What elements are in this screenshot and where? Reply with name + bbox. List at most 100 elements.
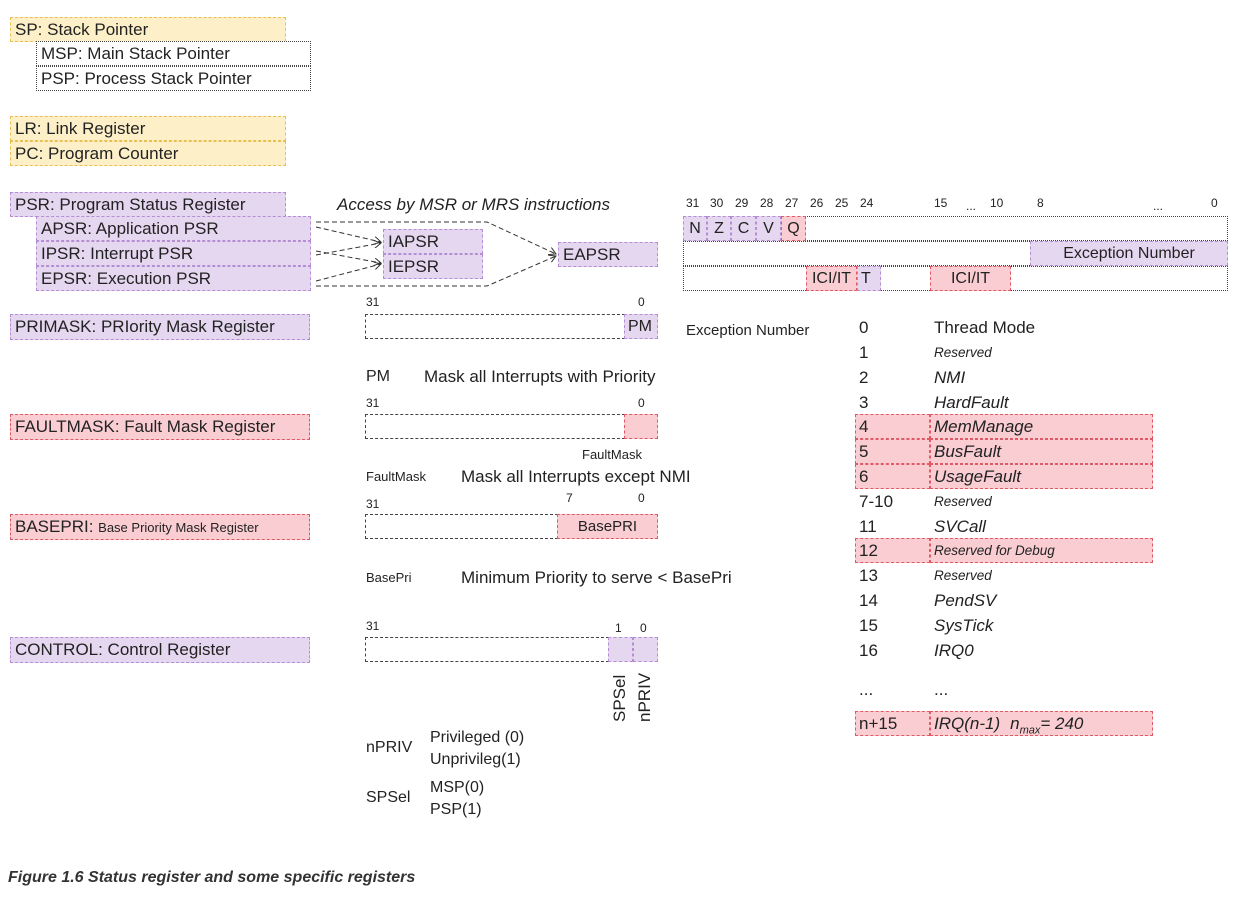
ipsr-exception-number-field: Exception Number bbox=[1030, 241, 1228, 266]
bit-number: 10 bbox=[990, 196, 1004, 210]
control-spsel-label: SPSel bbox=[610, 674, 629, 722]
apsr-flag-c: C bbox=[731, 216, 756, 241]
exception-row: 1 Reserved bbox=[855, 340, 1153, 365]
exception-name: BusFault bbox=[930, 439, 1153, 464]
exception-row: 16 IRQ0 bbox=[855, 638, 1153, 663]
bit-number: 31 bbox=[686, 196, 700, 210]
apsr-flag-v: V bbox=[756, 216, 781, 241]
basepri-bit-31: 31 bbox=[366, 497, 380, 511]
exception-number: ... bbox=[859, 680, 874, 699]
msp-register: MSP: Main Stack Pointer bbox=[36, 41, 311, 66]
faultmask-field-label: FaultMask bbox=[582, 447, 642, 462]
iapsr-box: IAPSR bbox=[383, 229, 483, 254]
nmax-symbol: n bbox=[1010, 714, 1020, 733]
faultmask-legend-text: Mask all Interrupts except NMI bbox=[461, 467, 691, 486]
exception-name: MemManage bbox=[930, 414, 1153, 439]
exception-name: Reserved bbox=[934, 568, 992, 583]
exception-row: 7-10 Reserved bbox=[855, 489, 1153, 514]
exception-name: Thread Mode bbox=[934, 318, 1036, 337]
exception-row: ... ... bbox=[855, 677, 1153, 702]
epsr-register: EPSR: Execution PSR bbox=[36, 266, 311, 291]
exception-number: 14 bbox=[859, 591, 878, 610]
primask-reserved-bits bbox=[365, 314, 625, 339]
faultmask-legend-key: FaultMask bbox=[366, 469, 426, 484]
exception-number: 16 bbox=[859, 641, 878, 660]
control-spsel-field bbox=[608, 637, 633, 662]
exception-row: 0 Thread Mode bbox=[855, 315, 1153, 340]
faultmask-bit-0: 0 bbox=[638, 396, 645, 410]
figure-caption: Figure 1.6 Status register and some spec… bbox=[8, 869, 416, 886]
exception-number: 0 bbox=[859, 318, 869, 337]
exception-name: ... bbox=[934, 680, 949, 699]
exception-row: 3 HardFault bbox=[855, 390, 1153, 415]
exception-row-highlighted: 6 UsageFault bbox=[855, 464, 1153, 489]
exception-number: 7-10 bbox=[859, 492, 894, 511]
exception-row-highlighted: 12 Reserved for Debug bbox=[855, 538, 1153, 563]
epsr-to-iepsr-arrow bbox=[315, 264, 381, 282]
basepri-bit-0: 0 bbox=[638, 491, 645, 505]
exception-number: 4 bbox=[855, 414, 930, 439]
spsel-value-0: MSP(0) bbox=[430, 779, 485, 796]
lr-register: LR: Link Register bbox=[10, 116, 286, 141]
exception-number: 1 bbox=[859, 343, 869, 362]
irq-name: IRQ(n-1) bbox=[934, 714, 1001, 733]
exception-number: 5 bbox=[855, 439, 930, 464]
basepri-reserved-bits bbox=[365, 514, 558, 539]
exception-number: 3 bbox=[859, 393, 869, 412]
control-npriv-label: nPRIV bbox=[635, 672, 654, 722]
access-note: Access by MSR or MRS instructions bbox=[337, 195, 611, 214]
bit-number: 29 bbox=[735, 196, 749, 210]
primask-legend-key: PM bbox=[366, 368, 390, 385]
npriv-legend-key: nPRIV bbox=[366, 739, 413, 756]
spsel-value-1: PSP(1) bbox=[430, 801, 482, 818]
exception-name: UsageFault bbox=[930, 464, 1153, 489]
sp-register: SP: Stack Pointer bbox=[10, 17, 286, 42]
exception-name: IRQ(n-1) nmax= 240 bbox=[930, 711, 1153, 736]
npriv-value-0: Privileged (0) bbox=[430, 729, 525, 746]
exception-row: 11 SVCall bbox=[855, 514, 1153, 539]
control-bit-31: 31 bbox=[366, 619, 380, 633]
control-bit-1: 1 bbox=[615, 621, 622, 635]
bit-number: 28 bbox=[760, 196, 774, 210]
apsr-register: APSR: Application PSR bbox=[36, 216, 311, 241]
primask-bit-0: 0 bbox=[638, 295, 645, 309]
pc-register: PC: Program Counter bbox=[10, 141, 286, 166]
apsr-to-iapsr-arrow bbox=[315, 226, 381, 242]
basepri-register-description: Base Priority Mask Register bbox=[98, 520, 259, 535]
exception-number: 6 bbox=[855, 464, 930, 489]
iepsr-box: IEPSR bbox=[383, 254, 483, 279]
basepri-register: BASEPRI: Base Priority Mask Register bbox=[10, 514, 310, 540]
exception-row: 14 PendSV bbox=[855, 588, 1153, 613]
bit-number: 27 bbox=[785, 196, 799, 210]
spsel-legend-key: SPSel bbox=[366, 789, 411, 806]
exception-row: 2 NMI bbox=[855, 365, 1153, 390]
basepri-legend-text: Minimum Priority to serve < BasePri bbox=[461, 568, 732, 587]
apsr-flag-z: Z bbox=[707, 216, 731, 241]
bit-number-ellipsis: ... bbox=[1153, 199, 1164, 213]
bit-number: 25 bbox=[835, 196, 849, 210]
exception-table-header: Exception Number bbox=[686, 322, 810, 339]
basepri-bit-7: 7 bbox=[566, 491, 573, 505]
control-reserved-bits bbox=[365, 637, 609, 662]
exception-name: Reserved bbox=[934, 494, 992, 509]
basepri-legend-key: BasePri bbox=[366, 570, 412, 585]
nmax-value: = 240 bbox=[1040, 714, 1084, 733]
bit-number: 26 bbox=[810, 196, 824, 210]
psp-register: PSP: Process Stack Pointer bbox=[36, 66, 311, 91]
epsr-ici-it-field-high: ICI/IT bbox=[806, 266, 857, 291]
bit-number: 15 bbox=[934, 196, 948, 210]
faultmask-bit-31: 31 bbox=[366, 396, 380, 410]
epsr-t-field: T bbox=[857, 266, 881, 291]
nmax-subscript: max bbox=[1019, 724, 1041, 737]
eapsr-box: EAPSR bbox=[558, 242, 658, 267]
faultmask-register: FAULTMASK: Fault Mask Register bbox=[10, 414, 310, 440]
exception-name: IRQ0 bbox=[934, 641, 974, 660]
ipsr-to-iapsr-arrow bbox=[315, 243, 381, 256]
primask-bit-31: 31 bbox=[366, 295, 380, 309]
basepri-field: BasePRI bbox=[557, 514, 658, 539]
exception-number: n+15 bbox=[855, 711, 930, 736]
control-register: CONTROL: Control Register bbox=[10, 637, 310, 663]
control-bit-0: 0 bbox=[640, 621, 647, 635]
exception-row-highlighted: 4 MemManage bbox=[855, 414, 1153, 439]
basepri-register-name: BASEPRI: bbox=[15, 517, 94, 536]
